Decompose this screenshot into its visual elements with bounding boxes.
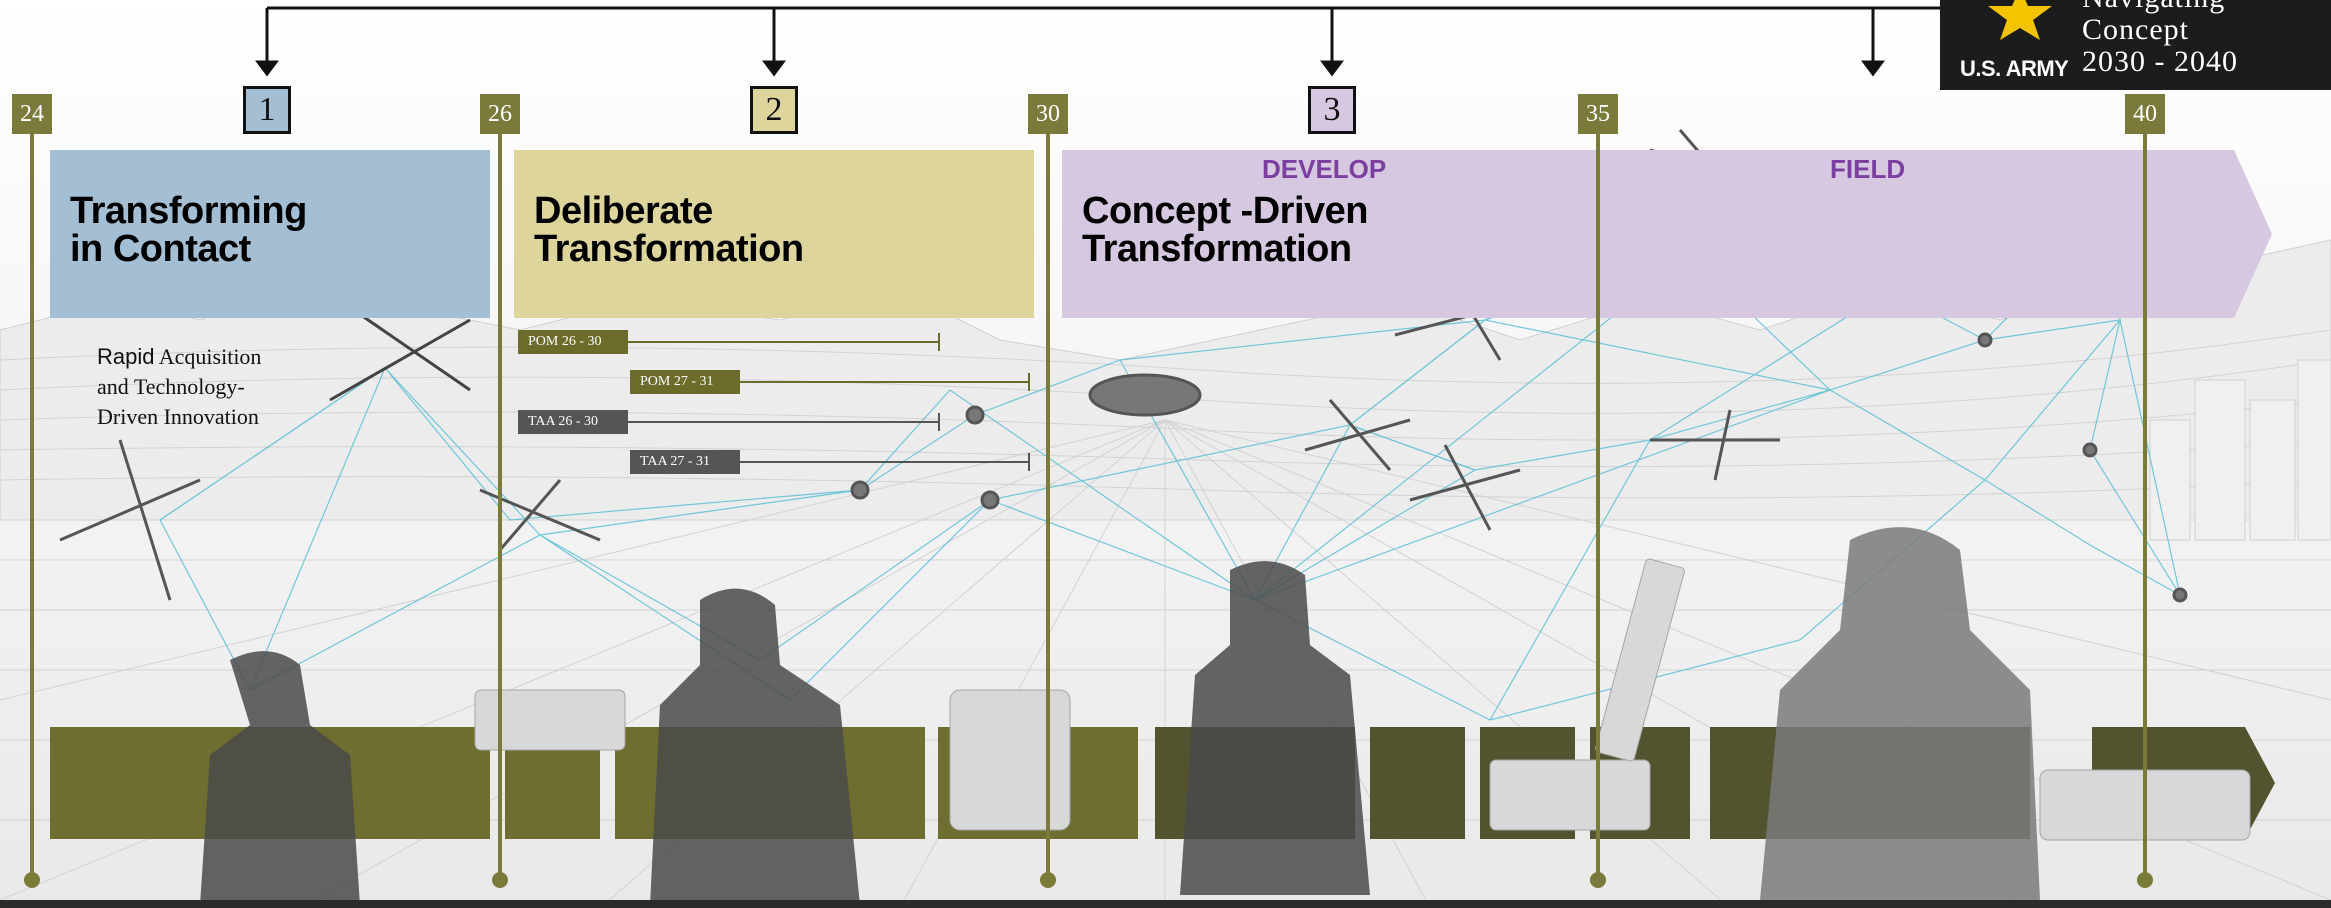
phase2-number: 2 xyxy=(750,86,798,134)
program-taa-26-30: TAA 26 - 30 xyxy=(518,410,628,434)
taa-27-31-end xyxy=(1028,453,1030,471)
army-concept-years: Concept 2030 - 2040 xyxy=(2082,13,2238,78)
year-26-line xyxy=(498,134,502,882)
army-concept-text: NavigatingConcept 2030 - 2040 xyxy=(2082,0,2238,78)
year-24-dot xyxy=(24,872,40,888)
year-40-dot xyxy=(2137,872,2153,888)
bottom-rule xyxy=(0,900,2331,908)
year-26-dot xyxy=(492,872,508,888)
rapid-acquisition-text: Rapid Acquisition and Technology- Driven… xyxy=(97,342,261,432)
year-30-dot xyxy=(1040,872,1056,888)
taa-27-31-line xyxy=(740,461,1030,463)
taa-26-30-end xyxy=(938,413,940,431)
year-35-marker: 35 xyxy=(1578,94,1618,134)
year-35-dot xyxy=(1590,872,1606,888)
army-partial-line: Navigating xyxy=(2082,0,2238,14)
rapid-line1-rest: Acquisition xyxy=(154,344,262,369)
phase2-panel: Deliberate Transformation xyxy=(514,150,1034,318)
year-30-line xyxy=(1046,134,1050,882)
rapid-line2: and Technology- xyxy=(97,374,245,399)
pom-27-31-end xyxy=(1028,373,1030,391)
phase2-title-line2: Transformation xyxy=(534,228,804,270)
army-brand-box: U.S. ARMY NavigatingConcept 2030 - 2040 xyxy=(1940,0,2331,90)
pom-27-31-line xyxy=(740,381,1030,383)
phase1-title-line2: in Contact xyxy=(70,228,251,270)
phase3-title: Concept -Driven Transformation xyxy=(1082,192,1368,268)
pom-26-30-line xyxy=(628,341,940,343)
year-30-marker: 30 xyxy=(1028,94,1068,134)
army-name: U.S. ARMY xyxy=(1960,56,2069,81)
phase3-number: 3 xyxy=(1308,86,1356,134)
pom-26-30-end xyxy=(938,333,940,351)
rapid-line3: Driven Innovation xyxy=(97,404,259,429)
year-24-line xyxy=(30,134,34,882)
phase1-panel: Transforming in Contact xyxy=(50,150,490,318)
year-40-marker: 40 xyxy=(2125,94,2165,134)
phase3-panel xyxy=(1062,150,2272,318)
year-24-marker: 24 xyxy=(12,94,52,134)
field-label: FIELD xyxy=(1830,154,1906,184)
develop-label: DEVELOP xyxy=(1262,154,1387,184)
phase1-title: Transforming in Contact xyxy=(70,192,307,268)
phase2-title-line1: Deliberate xyxy=(534,190,713,232)
year-26-marker: 26 xyxy=(480,94,520,134)
year-35-line xyxy=(1596,134,1600,882)
program-taa-27-31: TAA 27 - 31 xyxy=(630,450,740,474)
taa-26-30-line xyxy=(628,421,940,423)
year-40-line xyxy=(2143,134,2147,882)
program-pom-27-31: POM 27 - 31 xyxy=(630,370,740,394)
phase3-title-line1: Concept -Driven xyxy=(1082,190,1368,232)
army-star-logo-icon xyxy=(1988,0,2052,40)
phase1-number: 1 xyxy=(243,86,291,134)
phase3-title-area: Concept -Driven Transformation xyxy=(1062,150,1662,318)
rapid-bold: Rapid xyxy=(97,344,155,369)
program-pom-26-30: POM 26 - 30 xyxy=(518,330,628,354)
phase3-title-line2: Transformation xyxy=(1082,228,1352,270)
phase2-title: Deliberate Transformation xyxy=(534,192,804,268)
phase1-title-line1: Transforming xyxy=(70,190,307,232)
